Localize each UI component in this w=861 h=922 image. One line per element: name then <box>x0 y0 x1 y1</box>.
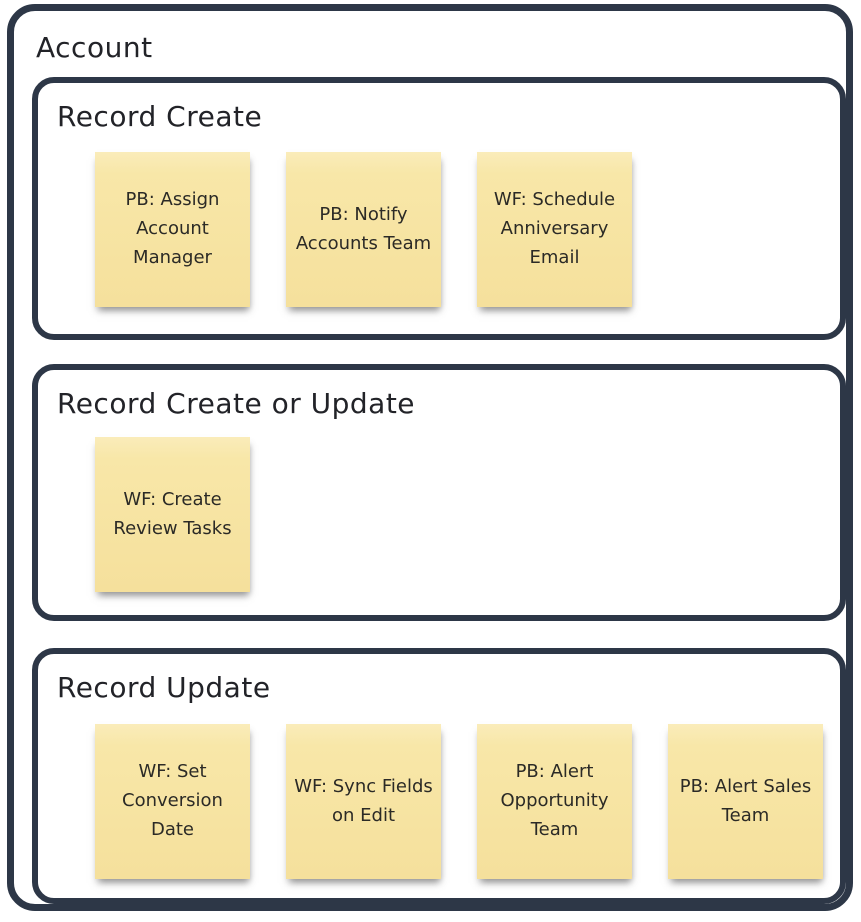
sticky-note-set-conversion-date[interactable]: WF: Set Conversion Date <box>95 724 250 879</box>
section-record-update-label: Record Update <box>57 671 271 704</box>
sticky-note-text: WF: Set Conversion Date <box>122 761 223 840</box>
sticky-note-sync-fields-on-edit[interactable]: WF: Sync Fields on Edit <box>286 724 441 879</box>
sticky-note-schedule-anniversary-email[interactable]: WF: Schedule Anniversary Email <box>477 152 632 307</box>
sticky-note-text: PB: Notify Accounts Team <box>295 203 432 254</box>
sticky-note-text: PB: Assign Account Manager <box>125 189 220 268</box>
account-container-box: Account Record Create PB: Assign Account… <box>7 4 853 911</box>
sticky-note-alert-opportunity-team[interactable]: PB: Alert Opportunity Team <box>477 724 632 879</box>
sticky-note-text: WF: Create Review Tasks <box>113 488 232 539</box>
sticky-note-assign-account-manager[interactable]: PB: Assign Account Manager <box>95 152 250 307</box>
section-record-create-label: Record Create <box>57 100 263 133</box>
section-record-create: Record Create PB: Assign Account Manager… <box>32 77 846 340</box>
section-record-create-or-update-label: Record Create or Update <box>57 387 416 420</box>
section-record-create-or-update: Record Create or Update WF: Create Revie… <box>32 364 846 621</box>
sticky-note-text: PB: Alert Sales Team <box>679 775 812 826</box>
sticky-note-text: WF: Schedule Anniversary Email <box>493 189 616 268</box>
sticky-note-create-review-tasks[interactable]: WF: Create Review Tasks <box>95 437 250 592</box>
account-label: Account <box>36 31 153 64</box>
sticky-note-text: PB: Alert Opportunity Team <box>500 761 609 840</box>
section-record-update: Record Update WF: Set Conversion Date WF… <box>32 648 846 904</box>
sticky-note-alert-sales-team[interactable]: PB: Alert Sales Team <box>668 724 823 879</box>
sticky-note-notify-accounts-team[interactable]: PB: Notify Accounts Team <box>286 152 441 307</box>
sticky-note-text: WF: Sync Fields on Edit <box>294 775 433 826</box>
